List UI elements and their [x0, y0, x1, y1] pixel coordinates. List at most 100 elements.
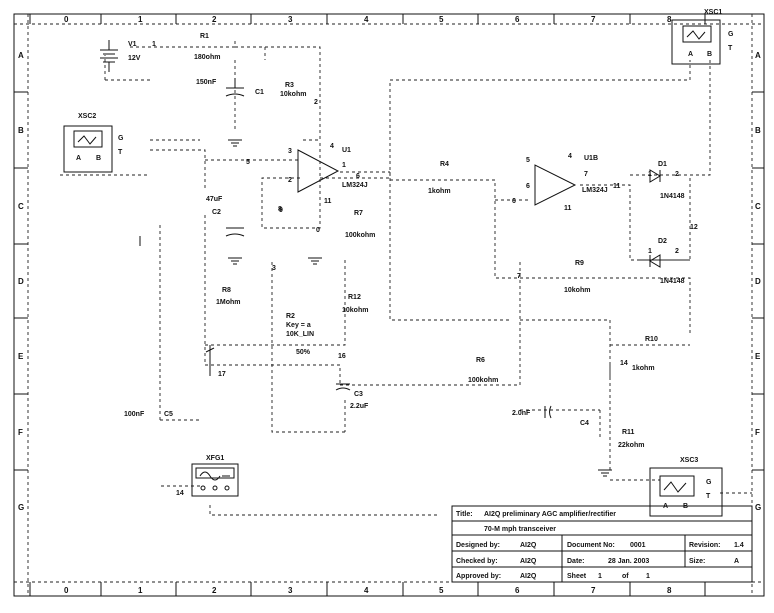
v1-pin: 1 — [152, 41, 156, 48]
u1b-part: LM324J — [582, 187, 608, 194]
diode-d2: D2 1 2 1N4148 — [648, 238, 685, 285]
title-label: Title: — [456, 511, 473, 518]
u1-part: LM324J — [342, 182, 368, 189]
u1-label: U1 — [342, 147, 351, 154]
col-label: 2 — [212, 15, 217, 24]
u1-pin11: 11 — [324, 198, 332, 205]
r12-value: 10kohm — [342, 307, 368, 314]
ground-symbols — [139, 139, 612, 477]
row-label: E — [755, 352, 761, 361]
node-9: 9 — [279, 207, 283, 214]
xsc3-g: G — [706, 479, 712, 486]
node-13: 14 — [620, 360, 628, 367]
col-label: 5 — [439, 15, 444, 24]
d2-pin2: 2 — [675, 248, 679, 255]
xsc1-label: XSC1 — [704, 9, 722, 16]
checked-label: Checked by: — [456, 558, 498, 565]
c5-label: C5 — [164, 411, 173, 418]
column-labels-bottom: 0 1 2 3 4 5 6 7 8 — [64, 586, 672, 595]
title-block: Title: AI2Q preliminary AGC amplifier/re… — [451, 505, 753, 583]
col-label: 8 — [667, 15, 672, 24]
row-label: B — [18, 126, 24, 135]
u1b-pin5: 5 — [526, 157, 530, 164]
col-label: 4 — [364, 586, 369, 595]
u1b-pin7: 7 — [584, 171, 588, 178]
node-17: 17 — [218, 371, 226, 378]
row-label: A — [755, 51, 761, 60]
xsc3-label: XSC3 — [680, 457, 698, 464]
r1-label: R1 — [200, 33, 209, 40]
revision-label: Revision: — [689, 542, 721, 549]
c4-label: C4 — [580, 420, 589, 427]
r2-key: Key = a — [286, 322, 311, 329]
xsc3-t: T — [706, 493, 711, 500]
col-label: 3 — [288, 586, 293, 595]
c5-value: 100nF — [124, 411, 145, 418]
c2-pin: 8 — [278, 206, 282, 213]
v1-label: V1 — [128, 41, 137, 48]
v1-value: 12V — [128, 55, 141, 62]
c1-value: 150nF — [196, 79, 217, 86]
d1-pin2: 2 — [675, 171, 679, 178]
u1b-pin11: 11 — [564, 205, 572, 212]
d2-pin1: 1 — [648, 248, 652, 255]
node-3: 3 — [272, 265, 276, 272]
capacitor-c5: 100nF C5 — [124, 411, 173, 418]
potentiometer-r2: R2 Key = a 10K_LIN 50% — [205, 313, 314, 376]
capacitor-c4: 2.0nF C4 — [512, 405, 589, 427]
col-label: 1 — [138, 586, 143, 595]
r6-label: R6 — [476, 357, 485, 364]
resistor-r8: R8 1Mohm — [216, 287, 241, 306]
node-0: 0 — [316, 227, 320, 234]
designed-label: Designed by: — [456, 542, 500, 549]
outer-border — [13, 13, 765, 597]
row-label: C — [18, 202, 24, 211]
r9-label: R9 — [575, 260, 584, 267]
date-label: Date: — [567, 558, 585, 565]
resistor-r4: R4 1kohm — [428, 161, 451, 195]
sheet-value: 1 — [598, 573, 602, 580]
r3-label: R3 — [285, 82, 294, 89]
u1-pin4: 4 — [330, 143, 334, 150]
capacitor-c2: 47uF C2 8 — [206, 196, 282, 237]
r3-node: 2 — [314, 99, 318, 106]
r8-value: 1Mohm — [216, 299, 241, 306]
xsc1-g: G — [728, 31, 734, 38]
row-label: E — [18, 352, 24, 361]
opamp-u1: U1 3 4 1 2 11 LM324J — [288, 143, 368, 205]
u1-pin1: 1 — [342, 162, 346, 169]
node-6b: 6 — [512, 198, 516, 205]
xsc1-a: A — [688, 51, 693, 58]
docno-label: Document No: — [567, 542, 615, 549]
row-label: A — [18, 51, 24, 60]
node-5: 5 — [246, 159, 250, 166]
d1-label: D1 — [658, 161, 667, 168]
col-label: 1 — [138, 15, 143, 24]
sheet-label: Sheet — [567, 573, 587, 580]
xsc2-a: A — [76, 155, 81, 162]
col-label: 5 — [439, 586, 444, 595]
r11-label: R11 — [622, 429, 635, 436]
r3-value: 10kohm — [280, 91, 306, 98]
d1-pin1: 1 — [648, 171, 652, 178]
node-14: 14 — [176, 490, 184, 497]
resistor-r7: R7 100kohm — [345, 210, 375, 239]
oscilloscope-xsc3: XSC3 G T A B — [649, 457, 723, 517]
xsc2-label: XSC2 — [78, 113, 96, 120]
resistor-r9: R9 10kohm — [564, 260, 590, 294]
resistor-r12: R12 10kohm — [342, 294, 368, 314]
designed-value: AI2Q — [520, 542, 537, 549]
node-16: 16 — [338, 353, 346, 360]
node-11: 11 — [613, 183, 621, 190]
of-label: of — [622, 573, 629, 580]
node-7: 7 — [517, 273, 521, 280]
row-label: G — [18, 503, 24, 512]
row-labels-left: A B C D E F G — [18, 51, 24, 512]
r6-value: 100kohm — [468, 377, 498, 384]
xsc1-t: T — [728, 45, 733, 52]
oscilloscope-xsc1: XSC1 G T A B — [671, 9, 734, 65]
battery-v1: V1 1 12V — [100, 40, 156, 72]
col-label: 6 — [515, 586, 520, 595]
